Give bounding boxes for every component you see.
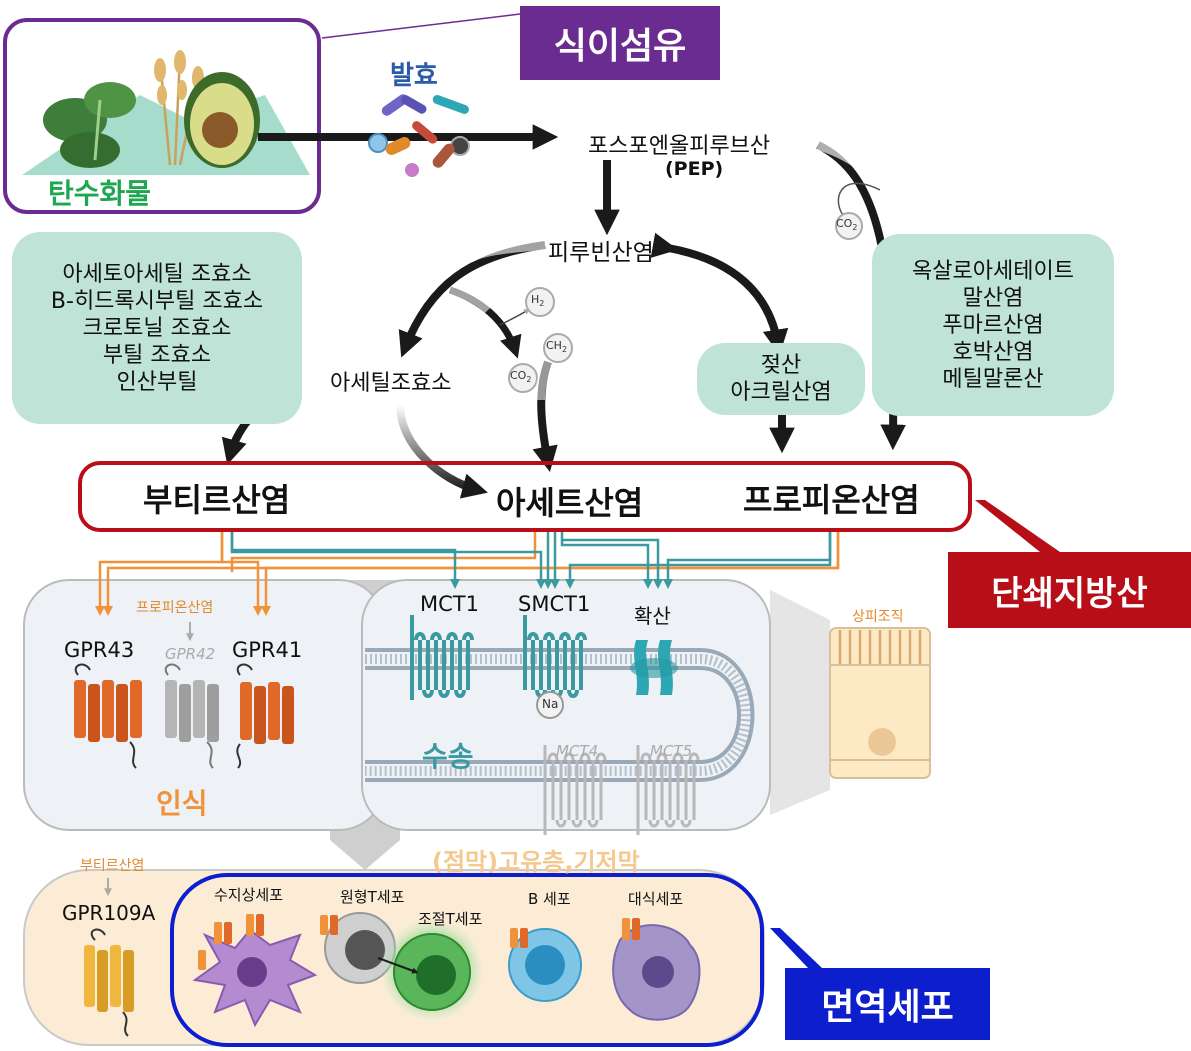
co2-right-label: CO2 xyxy=(836,217,858,233)
pep-abbr-label: (PEP) xyxy=(665,158,724,180)
lactate-pathway-box: 젖산 아크릴산염 xyxy=(697,343,865,415)
smct1-label: SMCT1 xyxy=(518,592,591,616)
mct4-transporter-icon xyxy=(543,745,607,835)
epithelium-cell-icon xyxy=(829,627,931,779)
acetyl-coa-label: 아세틸조효소 xyxy=(330,371,452,396)
ch2-bubble xyxy=(543,333,573,363)
dendritic-cell-label: 수지상세포 xyxy=(214,886,284,904)
succinate-pathway-step: 호박산염 xyxy=(952,339,1034,365)
mct5-transporter-icon xyxy=(636,745,700,835)
diffusion-channel-icon xyxy=(630,640,678,695)
gpr41-receptor-icon xyxy=(236,663,294,769)
succinate-pathway-step: 메틸말론산 xyxy=(942,366,1044,392)
gpr109a-label: GPR109A xyxy=(62,901,156,925)
propionate-small-label: 프로피온산염 xyxy=(136,600,214,616)
gpr41-label: GPR41 xyxy=(232,638,303,662)
succinate-pathway-step: 말산염 xyxy=(962,285,1024,311)
gpr109a-receptor-icon xyxy=(84,928,134,1037)
butyrate-pathway-step: 크로토닐 조효소 xyxy=(82,315,232,341)
transport-panel xyxy=(361,579,771,831)
h2-bubble xyxy=(525,287,555,317)
scfa-title-label: 단쇄지방산 xyxy=(948,552,1191,628)
butyrate-pathway-box: 아세토아세틸 조효소 B-히드록시부틸 조효소 크로토닐 조효소 부틸 조효소 … xyxy=(12,232,302,424)
mct5-label: MCT5 xyxy=(650,742,693,760)
pyruvate-label: 피루빈산염 xyxy=(548,240,654,266)
bacteria-icon xyxy=(368,94,470,177)
scfa-box xyxy=(78,461,972,532)
butyrate-label: 부티르산염 xyxy=(143,481,291,519)
dietary-fiber-label: 식이섬유 xyxy=(520,6,720,80)
b-cell-label: B 세포 xyxy=(528,890,571,908)
co2-bubble-left xyxy=(508,363,538,393)
na-bubble xyxy=(536,691,564,719)
succinate-pathway-step: 푸마르산염 xyxy=(942,312,1044,338)
butyrate-pathway-step: B-히드록시부틸 조효소 xyxy=(50,288,264,314)
treg-cell-label: 조절T세포 xyxy=(418,910,483,928)
pyruvate-lactate-arrow xyxy=(650,232,789,356)
h2-label: H2 xyxy=(531,293,545,309)
treg-cell-icon xyxy=(377,918,484,1022)
lactate-pathway-step: 젖산 xyxy=(760,353,802,378)
diffusion-label: 확산 xyxy=(634,604,671,628)
dendritic-cell-icon xyxy=(192,914,318,1028)
butyrate-pathway-step: 아세토아세틸 조효소 xyxy=(62,261,252,287)
na-label: Na xyxy=(542,697,559,711)
carbohydrate-label: 탄수화물 xyxy=(48,177,152,210)
acetate-label: 아세트산염 xyxy=(496,484,644,522)
epithelium-label: 상피조직 xyxy=(852,609,904,625)
dietary-fiber-panel xyxy=(3,18,321,214)
fermentation-label: 발효 xyxy=(390,61,438,91)
ch2-label: CH2 xyxy=(546,339,568,355)
macrophage-label: 대식세포 xyxy=(628,890,684,908)
b-cell-icon xyxy=(508,928,582,1002)
gpr42-receptor-icon xyxy=(164,663,219,769)
mct1-transporter-icon xyxy=(410,615,474,700)
succinate-pathway-box: 옥살로아세테이트 말산염 푸마르산염 호박산염 메틸말론산 xyxy=(872,234,1114,416)
lactate-pathway-step: 아크릴산염 xyxy=(730,380,832,405)
immune-cells-box xyxy=(170,873,764,1047)
butyrate-pathway-step: 인산부틸 xyxy=(116,369,198,395)
gpr43-label: GPR43 xyxy=(64,638,135,662)
naive-t-cell-icon xyxy=(320,912,396,984)
transport-title: 수송 xyxy=(422,740,474,773)
recognition-title: 인식 xyxy=(156,787,208,820)
immune-cells-title-label: 면역세포 xyxy=(785,968,990,1040)
gpr109a-butyrate-label: 부티르산염 xyxy=(80,858,145,874)
mct4-label: MCT4 xyxy=(556,742,599,760)
co2-left-label: CO2 xyxy=(510,369,532,385)
cell-membrane xyxy=(365,648,755,782)
naive-t-cell-label: 원형T세포 xyxy=(340,888,405,906)
macrophage-icon xyxy=(612,918,701,1021)
propionate-label: 프로피온산염 xyxy=(743,481,920,519)
succinate-pathway-step: 옥살로아세테이트 xyxy=(912,258,1074,284)
gpr43-receptor-icon xyxy=(74,663,142,769)
gpr42-label: GPR42 xyxy=(165,645,216,663)
butyrate-pathway-step: 부틸 조효소 xyxy=(102,342,212,368)
co2-bubble-right xyxy=(835,212,863,240)
pep-label: 포스포엔올피루브산 xyxy=(588,134,771,159)
mct1-label: MCT1 xyxy=(420,592,479,616)
lamina-label: (점막)고유층,기저막 xyxy=(432,848,640,876)
